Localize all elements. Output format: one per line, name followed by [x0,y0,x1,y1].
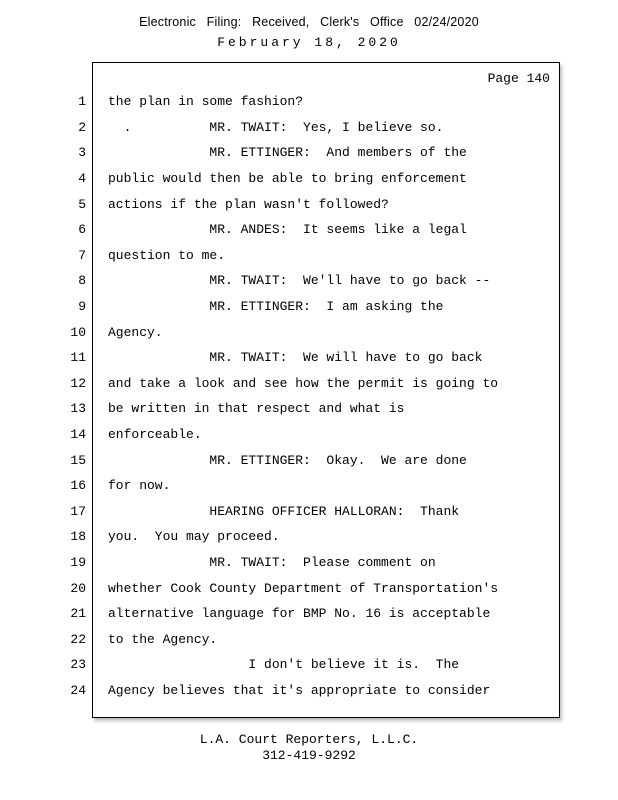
line-text: MR. TWAIT: Please comment on [108,554,436,570]
transcript-line: 3 MR. ETTINGER: And members of the [0,140,618,166]
line-number: 19 [70,554,86,570]
transcript-lines: 1 the plan in some fashion? 2 . MR. TWAIT:… [0,89,618,703]
transcript-line: 9 MR. ETTINGER: I am asking the [0,294,618,320]
line-number: 6 [78,222,86,238]
electronic-filing-stamp: Electronic Filing: Received, Clerk's Off… [139,15,479,29]
line-number: 12 [70,375,86,391]
line-text: enforceable. [108,427,202,443]
transcript-line: 21 alternative language for BMP No. 16 is… [0,601,618,627]
line-text: actions if the plan wasn't followed? [108,196,389,212]
transcript-line: 20 whether Cook County Department of Tran… [0,575,618,601]
line-number: 3 [78,145,86,161]
line-text: be written in that respect and what is [108,401,405,417]
line-text: MR. ETTINGER: And members of the [108,145,467,161]
transcript-line: 5 actions if the plan wasn't followed? [0,191,618,217]
line-text: for now. [108,478,171,494]
line-number: 15 [70,452,86,468]
line-number: 10 [70,324,86,340]
line-text: the plan in some fashion? [108,94,304,110]
reporter-footer: L.A. Court Reporters, L.L.C. 312-419-929… [0,732,618,764]
line-number: 23 [70,657,86,673]
reporter-company: L.A. Court Reporters, L.L.C. [199,732,419,747]
line-number: 13 [70,401,86,417]
line-text: public would then be able to bring enfor… [108,171,467,187]
transcript-line: 22 to the Agency. [0,626,618,652]
line-text: whether Cook County Department of Transp… [108,580,499,596]
transcript-line: 16 for now. [0,473,618,499]
transcript-line: 6 MR. ANDES: It seems like a legal [0,217,618,243]
transcript-line: 12 and take a look and see how the permit… [0,371,618,397]
line-text: Agency believes that it's appropriate to… [108,682,491,698]
line-text: MR. ANDES: It seems like a legal [108,222,467,238]
line-text: . MR. TWAIT: Yes, I believe so. [108,119,444,135]
transcript-line: 7 question to me. [0,243,618,269]
line-number: 17 [70,503,86,519]
transcript-line: 10 Agency. [0,319,618,345]
line-text: MR. ETTINGER: Okay. We are done [108,452,467,468]
line-text: Agency. [108,324,163,340]
line-text: MR. TWAIT: We'll have to go back -- [108,273,491,289]
line-number: 1 [78,94,86,110]
line-text: to the Agency. [108,631,218,647]
line-number: 2 [78,119,86,135]
line-number: 20 [70,580,86,596]
line-number: 21 [70,606,86,622]
line-number: 24 [70,682,86,698]
line-number: 11 [70,350,86,366]
page-number-label: Page 140 [487,71,550,86]
line-number: 18 [70,529,86,545]
line-text: alternative language for BMP No. 16 is a… [108,606,491,622]
line-text: and take a look and see how the permit i… [108,375,499,391]
line-number: 4 [78,171,86,187]
line-number: 9 [78,299,86,315]
line-text: MR. ETTINGER: I am asking the [108,299,444,315]
transcript-line: 2 . MR. TWAIT: Yes, I believe so. [0,115,618,141]
line-text: HEARING OFFICER HALLORAN: Thank [108,503,460,519]
transcript-line: 23 I don't believe it is. The [0,652,618,678]
line-text: I don't believe it is. The [108,657,460,673]
transcript-line: 8 MR. TWAIT: We'll have to go back -- [0,268,618,294]
transcript-box [92,62,560,718]
transcript-line: 19 MR. TWAIT: Please comment on [0,550,618,576]
transcript-line: 1 the plan in some fashion? [0,89,618,115]
line-text: MR. TWAIT: We will have to go back [108,350,483,366]
line-text: question to me. [108,247,226,263]
transcript-line: 4 public would then be able to bring enfo… [0,166,618,192]
line-text: you. You may proceed. [108,529,280,545]
transcript-line: 17 HEARING OFFICER HALLORAN: Thank [0,499,618,525]
transcript-line: 14 enforceable. [0,422,618,448]
transcript-line: 15 MR. ETTINGER: Okay. We are done [0,447,618,473]
line-number: 8 [78,273,86,289]
hearing-date: February 18, 2020 [217,35,401,50]
line-number: 5 [78,196,86,212]
line-number: 7 [78,247,86,263]
transcript-line: 11 MR. TWAIT: We will have to go back [0,345,618,371]
transcript-line: 18 you. You may proceed. [0,524,618,550]
transcript-line: 24 Agency believes that it's appropriate … [0,678,618,704]
reporter-phone: 312-419-9292 [262,748,356,763]
transcript-line: 13 be written in that respect and what is [0,396,618,422]
line-number: 16 [70,478,86,494]
line-number: 22 [70,631,86,647]
line-number: 14 [70,427,86,443]
